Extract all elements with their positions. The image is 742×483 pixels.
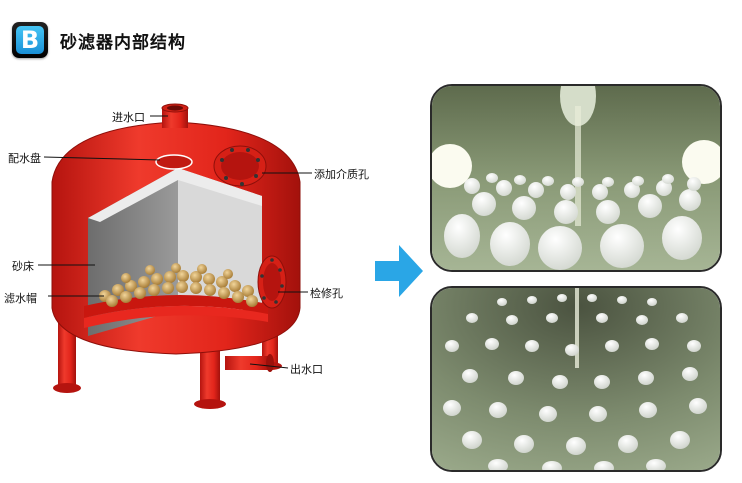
inlet-pipe [161, 103, 189, 128]
interior-photo-bottom [430, 286, 722, 472]
leader-lines [38, 115, 312, 369]
media-port-flange [213, 145, 267, 187]
label-sand-bed: 砂床 [12, 260, 34, 273]
label-distributor: 配水盘 [8, 152, 41, 165]
badge-letter: B [16, 26, 44, 54]
distributor-port [155, 154, 193, 170]
cutaway-top [88, 168, 262, 222]
label-outlet: 出水口 [290, 363, 323, 376]
page-title: 砂滤器内部结构 [60, 33, 186, 53]
label-nozzle: 滤水帽 [4, 292, 37, 305]
nozzle-beads [99, 263, 258, 307]
label-media-port: 添加介质孔 [314, 168, 369, 181]
label-inspection-port: 检修孔 [310, 287, 343, 300]
tank-legs [53, 312, 282, 409]
label-inlet: 进水口 [112, 111, 145, 124]
inspection-port [257, 255, 287, 309]
interior-photo-top [430, 84, 722, 272]
outlet-pipe [225, 354, 274, 372]
right-arrow-icon [375, 245, 423, 297]
badge-b-icon: B [12, 22, 48, 58]
sand-filter-diagram [38, 103, 312, 409]
